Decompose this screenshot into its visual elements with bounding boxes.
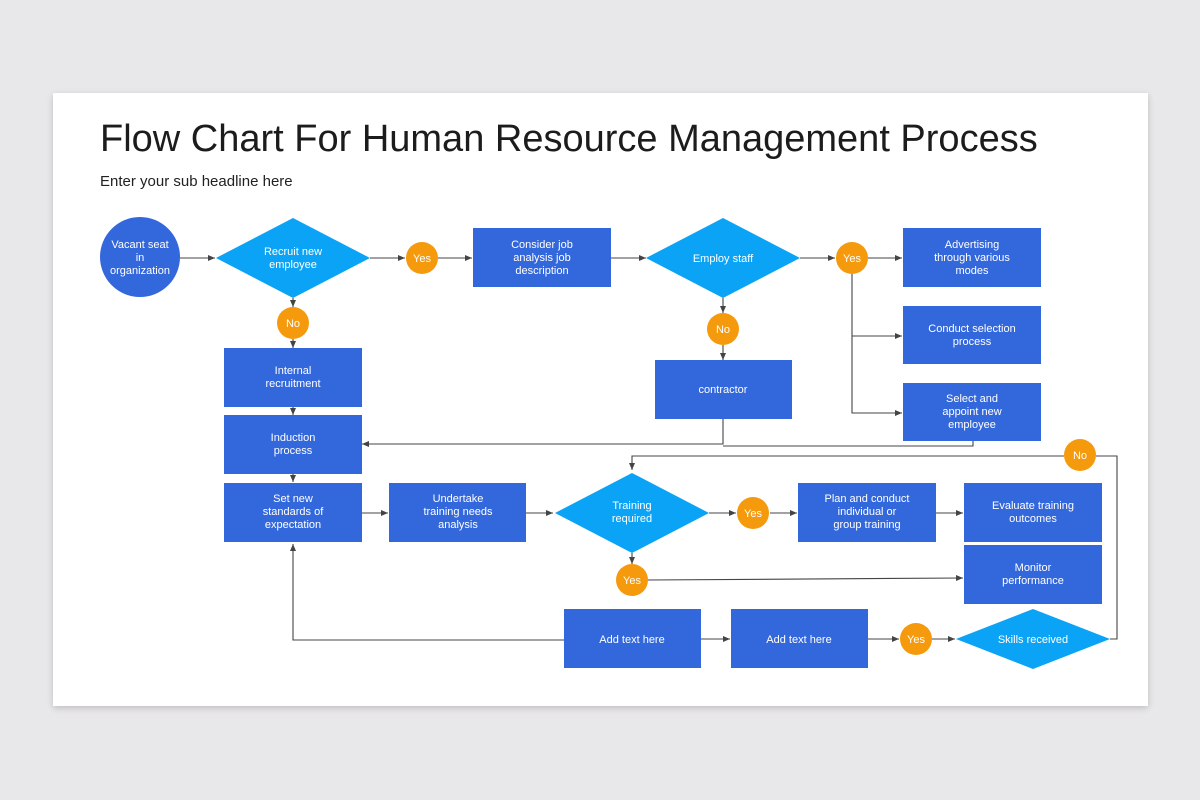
- badge-no-2: No: [707, 313, 739, 345]
- box-evaluate-training: Evaluate training outcomes: [964, 483, 1102, 542]
- connector-addtext-standards: [290, 544, 565, 641]
- box-induction-process: Induction process: [224, 415, 362, 474]
- box-advertising-line2: through various: [934, 252, 1010, 264]
- connector-yes-monitor: [647, 575, 964, 582]
- connector-appoint-induction: [723, 441, 974, 447]
- box-undertake-training: Undertake training needs analysis: [389, 483, 526, 542]
- badge-yes-4: Yes: [616, 564, 648, 596]
- box-plan-conduct: Plan and conduct individual or group tra…: [798, 483, 936, 542]
- svg-text:Yes: Yes: [843, 253, 861, 265]
- connector-yes-selection: [851, 274, 902, 339]
- page-subtitle: Enter your sub headline here: [100, 173, 293, 190]
- box-induction-line1: Induction: [271, 432, 316, 444]
- box-add-text-1: Add text here: [564, 609, 701, 668]
- decision-skills-received: Skills received: [956, 609, 1110, 669]
- box-set-standards: Set new standards of expectation: [224, 483, 362, 542]
- badge-yes-5: Yes: [900, 623, 932, 655]
- box-undertake-line3: analysis: [438, 519, 478, 531]
- connector-skills-no: [1096, 455, 1118, 640]
- box-selection-line2: process: [953, 336, 992, 348]
- box-select-appoint: Select and appoint new employee: [903, 383, 1041, 441]
- decision-recruit-line2: employee: [269, 259, 317, 271]
- decision-training-line1: Training: [612, 500, 651, 512]
- box-undertake-line2: training needs: [423, 506, 493, 518]
- box-advertising: Advertising through various modes: [903, 228, 1041, 287]
- box-plan-line2: individual or: [838, 506, 897, 518]
- box-appoint-line2: appoint new: [942, 406, 1001, 418]
- box-standards-line1: Set new: [273, 493, 313, 505]
- node-vacant-line3: organization: [110, 265, 170, 277]
- svg-text:Yes: Yes: [623, 575, 641, 587]
- box-monitor-line2: performance: [1002, 575, 1064, 587]
- box-undertake-line1: Undertake: [433, 493, 484, 505]
- page-title: Flow Chart For Human Resource Management…: [100, 118, 1038, 160]
- badge-no-1: No: [277, 307, 309, 339]
- box-consider-line2: analysis job: [513, 252, 570, 264]
- box-consider-job-analysis: Consider job analysis job description: [473, 228, 611, 287]
- node-vacant-line1: Vacant seat: [111, 239, 168, 251]
- decision-employ-line1: Employ staff: [693, 253, 754, 265]
- decision-skills-line1: Skills received: [998, 634, 1068, 646]
- box-plan-line1: Plan and conduct: [824, 493, 909, 505]
- node-vacant-seat: Vacant seat in organization: [100, 217, 180, 297]
- svg-text:Yes: Yes: [413, 253, 431, 265]
- box-addtext2-line1: Add text here: [766, 634, 831, 646]
- box-contractor: contractor: [655, 360, 792, 419]
- svg-text:No: No: [1073, 450, 1087, 462]
- connector-yes-appoint: [851, 336, 902, 416]
- box-appoint-line1: Select and: [946, 393, 998, 405]
- svg-text:No: No: [716, 324, 730, 336]
- badge-yes-1: Yes: [406, 242, 438, 274]
- box-internal-line1: Internal: [275, 365, 312, 377]
- svg-text:No: No: [286, 318, 300, 330]
- box-standards-line3: expectation: [265, 519, 321, 531]
- box-advertising-line3: modes: [955, 265, 989, 277]
- svg-text:Yes: Yes: [907, 634, 925, 646]
- box-appoint-line3: employee: [948, 419, 996, 431]
- box-evaluate-line1: Evaluate training: [992, 500, 1074, 512]
- decision-training-required: Training required: [555, 473, 709, 553]
- node-vacant-line2: in: [136, 252, 145, 264]
- connector-contractor-induction: [362, 419, 724, 447]
- badge-yes-3: Yes: [737, 497, 769, 529]
- box-internal-line2: recruitment: [265, 378, 320, 390]
- box-conduct-selection: Conduct selection process: [903, 306, 1041, 364]
- box-advertising-line1: Advertising: [945, 239, 999, 251]
- box-addtext1-line1: Add text here: [599, 634, 664, 646]
- decision-training-line2: required: [612, 513, 652, 525]
- box-induction-line2: process: [274, 445, 313, 457]
- badge-yes-2: Yes: [836, 242, 868, 274]
- box-selection-line1: Conduct selection: [928, 323, 1015, 335]
- box-evaluate-line2: outcomes: [1009, 513, 1057, 525]
- box-add-text-2: Add text here: [731, 609, 868, 668]
- box-monitor-performance: Monitor performance: [964, 545, 1102, 604]
- box-contractor-line1: contractor: [699, 384, 748, 396]
- box-consider-line1: Consider job: [511, 239, 573, 251]
- svg-text:Yes: Yes: [744, 508, 762, 520]
- decision-recruit-line1: Recruit new: [264, 246, 322, 258]
- box-monitor-line1: Monitor: [1015, 562, 1052, 574]
- decision-employ-staff: Employ staff: [646, 218, 800, 298]
- connectors: [180, 255, 1118, 642]
- box-consider-line3: description: [515, 265, 568, 277]
- box-plan-line3: group training: [833, 519, 900, 531]
- box-standards-line2: standards of: [263, 506, 324, 518]
- box-internal-recruitment: Internal recruitment: [224, 348, 362, 407]
- badge-no-3: No: [1064, 439, 1096, 471]
- decision-recruit-new-employee: Recruit new employee: [216, 218, 370, 298]
- connector-no-training: [629, 455, 1064, 470]
